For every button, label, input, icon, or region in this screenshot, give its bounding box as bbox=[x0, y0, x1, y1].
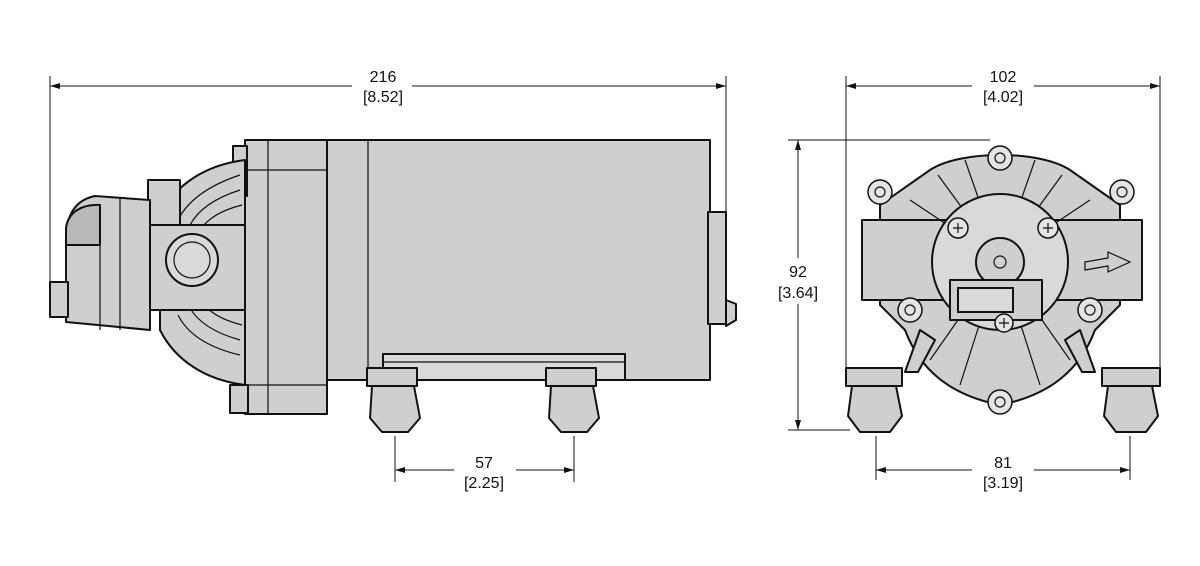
dim-side-length-inch: [8.52] bbox=[363, 89, 403, 106]
dim-end-width: 102 [4.02] bbox=[845, 64, 1161, 368]
dim-foot-spacing: 57 [2.25] bbox=[394, 436, 575, 494]
screw-mid-right bbox=[1037, 217, 1059, 239]
end-foot-right bbox=[1101, 367, 1161, 433]
motor-housing bbox=[324, 139, 711, 381]
dim-side-length: 216 [8.52] bbox=[49, 64, 727, 282]
screw-lower-left bbox=[897, 297, 923, 323]
flange-block bbox=[244, 139, 328, 415]
end-foot-left bbox=[845, 367, 903, 433]
screw-lower-right bbox=[1077, 297, 1103, 323]
dim-end-foot-spacing-mm: 81 bbox=[994, 455, 1012, 472]
foot-right bbox=[545, 367, 600, 433]
dim-foot-spacing-mm: 57 bbox=[475, 455, 493, 472]
end-view bbox=[845, 145, 1161, 433]
dim-foot-spacing-inch: [2.25] bbox=[464, 475, 504, 492]
dim-end-width-mm: 102 bbox=[990, 69, 1017, 86]
screw-upper-left bbox=[867, 179, 893, 205]
dim-side-length-mm: 216 bbox=[370, 69, 397, 86]
foot-left bbox=[366, 367, 421, 433]
dim-end-width-inch: [4.02] bbox=[983, 89, 1023, 106]
dim-end-height-inch: [3.64] bbox=[778, 285, 818, 302]
screw-bottom bbox=[987, 389, 1013, 415]
motor-end-cap bbox=[707, 211, 727, 325]
side-view bbox=[49, 139, 737, 433]
dim-end-height: 92 [3.64] bbox=[770, 139, 990, 431]
dim-end-height-mm: 92 bbox=[789, 264, 807, 281]
screw-center-low bbox=[994, 313, 1014, 333]
flow-arrow-icon bbox=[1084, 251, 1132, 273]
screw-mid-left bbox=[947, 217, 969, 239]
screw-top bbox=[987, 145, 1013, 171]
screw-upper-right bbox=[1109, 179, 1135, 205]
dim-end-foot-spacing: 81 [3.19] bbox=[875, 436, 1131, 494]
dim-end-foot-spacing-inch: [3.19] bbox=[983, 475, 1023, 492]
